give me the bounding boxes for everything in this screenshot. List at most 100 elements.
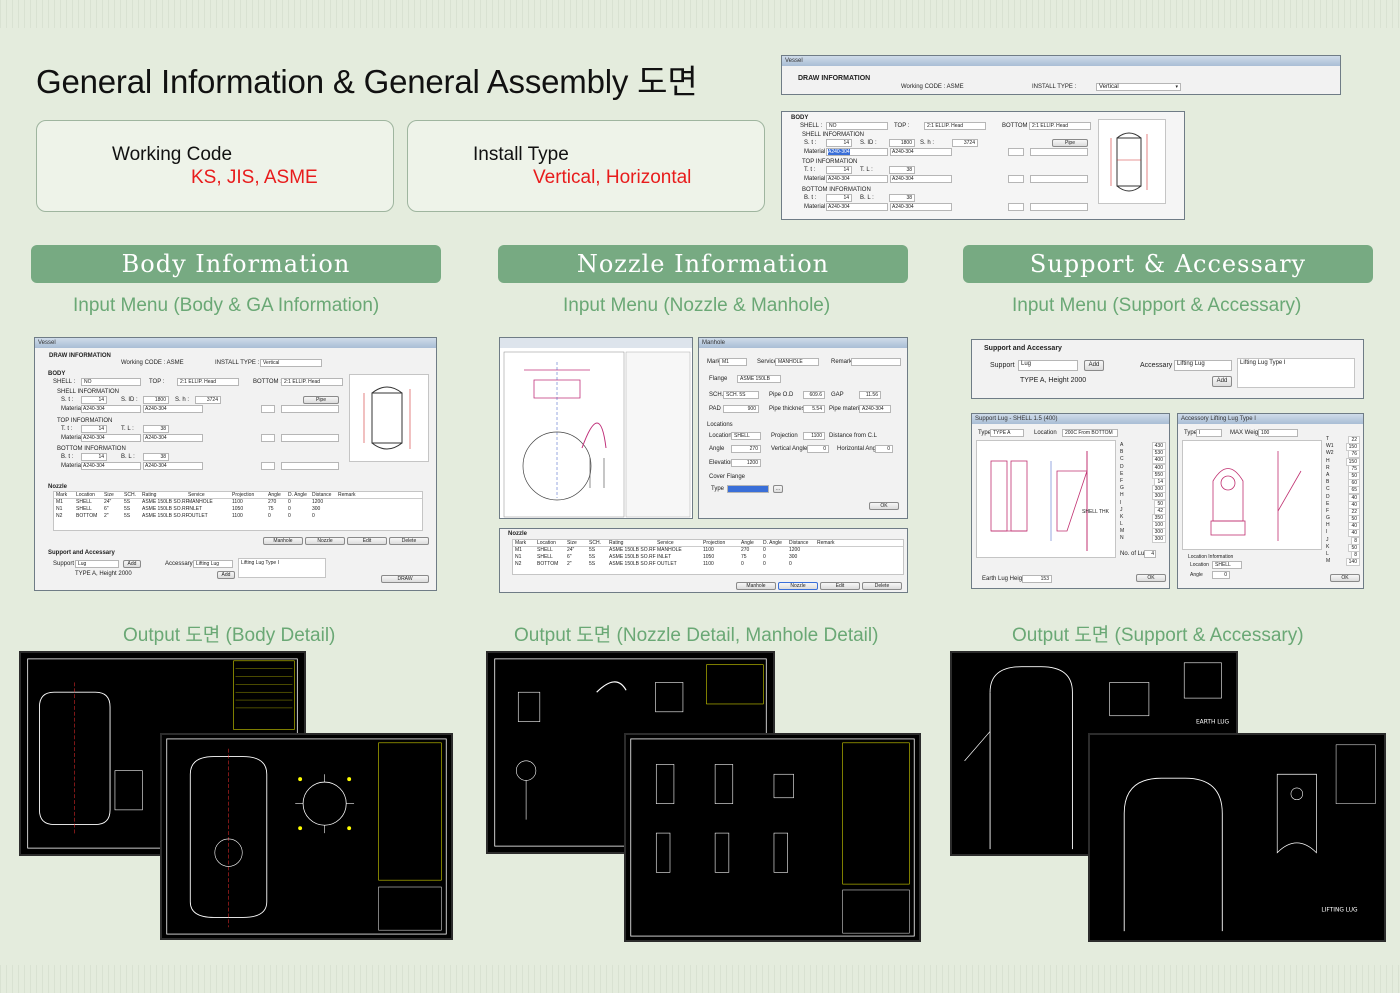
pipe-od-field[interactable]: 609.6 — [803, 391, 825, 399]
bottom-select-2[interactable]: 2:1 ELLIP. Head — [281, 378, 343, 386]
bottom-length-field[interactable]: 38 — [889, 194, 915, 202]
top-thickness-field-2[interactable]: 14 — [81, 425, 107, 433]
top-y-field[interactable] — [281, 434, 339, 442]
top-length-field-2[interactable]: 38 — [143, 425, 169, 433]
bottom-material-select-2[interactable]: A240-304 — [81, 462, 141, 470]
bottom-material-field[interactable]: A240-304 — [890, 203, 952, 211]
mark-field[interactable]: M1 — [719, 358, 747, 366]
bottom-select[interactable]: 2:1 ELLIP. Head — [1029, 122, 1091, 130]
top-thickness-field[interactable]: 14 — [826, 166, 852, 174]
bottom-length-field-2[interactable]: 38 — [143, 453, 169, 461]
accessary-select-2[interactable]: Lifting Lug — [1174, 360, 1232, 371]
pad-field[interactable]: 900 — [723, 405, 759, 413]
shell-extra-field[interactable] — [1008, 148, 1024, 156]
accessary-add-button-2[interactable]: Add — [1212, 376, 1232, 387]
shell-material-field-2[interactable]: A240-304 — [143, 405, 203, 413]
shell-id-field-2[interactable]: 1800 — [143, 396, 169, 404]
manhole-ok-button[interactable]: OK — [869, 502, 899, 510]
angle-field[interactable]: 270 — [731, 445, 761, 453]
shell-material-select-2[interactable]: A240-304 — [81, 405, 141, 413]
lug-ok-button[interactable]: OK — [1136, 574, 1166, 582]
service-field[interactable]: MANHOLE — [775, 358, 819, 366]
bottom-thickness-field-2[interactable]: 14 — [81, 453, 107, 461]
earth-lug-height-field[interactable]: 153 — [1022, 575, 1052, 583]
top-material-field-2[interactable]: A240-304 — [143, 434, 203, 442]
accessary-list-2[interactable]: Lifting Lug Type I — [1237, 358, 1355, 388]
lifting-type-select[interactable]: I — [1196, 429, 1222, 437]
elevation-field[interactable]: 1200 — [731, 459, 761, 467]
shell-extra-field-2[interactable] — [1030, 148, 1088, 156]
top-material-select-2[interactable]: A240-304 — [81, 434, 141, 442]
sch-select[interactable]: SCH. 5S — [723, 391, 759, 399]
horizontal-angle-field[interactable]: 0 — [875, 445, 893, 453]
edit-button-1[interactable]: Edit — [347, 537, 387, 545]
manhole-button-2[interactable]: Manhole — [736, 582, 776, 590]
projection-field[interactable]: 1100 — [803, 432, 825, 440]
top-extra-field[interactable] — [1008, 175, 1024, 183]
dimension-value[interactable]: 140 — [1345, 558, 1360, 567]
pipe-button[interactable]: Pipe — [1052, 139, 1088, 147]
bottom-thickness-field[interactable]: 14 — [826, 194, 852, 202]
shell-id-field[interactable]: 1800 — [889, 139, 915, 147]
shell-material-field[interactable]: A240-304 — [890, 148, 952, 156]
top-select-2[interactable]: 2:1 ELLIP. Head — [177, 378, 239, 386]
delete-button-2[interactable]: Delete — [862, 582, 902, 590]
vertical-angle-field[interactable]: 0 — [807, 445, 829, 453]
pipe-button-2[interactable]: Pipe — [303, 396, 339, 404]
cover-browse-button[interactable]: ... — [773, 485, 783, 493]
shell-thickness-field-2[interactable]: 14 — [81, 396, 107, 404]
top-x-field[interactable] — [261, 434, 275, 442]
gap-field[interactable]: 11.56 — [859, 391, 881, 399]
flange-field[interactable]: ASME 150LB — [737, 375, 781, 383]
bottom-y-field[interactable] — [281, 462, 339, 470]
draw-button[interactable]: DRAW — [381, 575, 429, 583]
manhole-button-1[interactable]: Manhole — [263, 537, 303, 545]
top-length-field[interactable]: 38 — [889, 166, 915, 174]
remark-field[interactable] — [851, 358, 901, 366]
shell-thickness-field[interactable]: 14 — [826, 139, 852, 147]
no-of-lug-field[interactable]: 4 — [1144, 550, 1156, 558]
top-material-select[interactable]: A240-304 — [826, 175, 888, 183]
accessary-add-button-1[interactable]: Add — [217, 571, 235, 579]
nozzle-button-1[interactable]: Nozzle — [305, 537, 345, 545]
top-extra-field-2[interactable] — [1030, 175, 1088, 183]
bottom-material-select[interactable]: A240-304 — [826, 203, 888, 211]
bottom-material-field-2[interactable]: A240-304 — [143, 462, 203, 470]
support-select-1[interactable]: Lug — [75, 560, 119, 568]
install-type-select-2[interactable]: Vertical — [260, 359, 322, 367]
bottom-extra-field-2[interactable] — [1030, 203, 1088, 211]
shell-height-field-2[interactable]: 3724 — [195, 396, 221, 404]
dimension-value[interactable]: 300 — [1151, 535, 1166, 544]
pipe-thickness-field[interactable]: 5.54 — [803, 405, 825, 413]
install-type-select[interactable]: Vertical ▾ — [1096, 83, 1181, 91]
shell-select[interactable]: NO — [826, 122, 888, 130]
lug-location-field[interactable]: 200C From BOTTOM — [1062, 429, 1118, 437]
location-select[interactable]: SHELL — [731, 432, 761, 440]
shell-height-field[interactable]: 3724 — [952, 139, 978, 147]
edit-button-2[interactable]: Edit — [820, 582, 860, 590]
